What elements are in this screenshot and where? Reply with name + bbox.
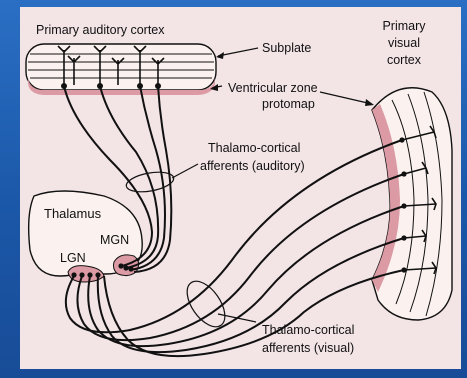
auditory-cortex-outline — [26, 44, 216, 90]
primary-visual-label-line1: Primary — [382, 19, 426, 33]
auditory-cortex — [26, 44, 216, 95]
cell-body — [401, 171, 406, 176]
subplate-arrowhead — [216, 52, 224, 59]
cell-body — [79, 272, 84, 277]
cell-body — [399, 137, 404, 142]
mgn-label: MGN — [100, 233, 129, 247]
ventricular-zone-label-line2: protomap — [262, 97, 315, 111]
cell-body — [401, 267, 406, 272]
ventricular-zone-label-line1: Ventricular zone — [228, 81, 318, 95]
cell-body — [401, 203, 406, 208]
cell-body — [87, 272, 92, 277]
primary-visual-label-line3: cortex — [387, 53, 422, 67]
cell-body — [128, 266, 133, 271]
tc-auditory-label-line1: Thalamo-cortical — [208, 141, 300, 155]
cell-body — [118, 263, 123, 268]
cell-body — [123, 265, 128, 270]
lgn-label: LGN — [60, 251, 86, 265]
thalamus-label: Thalamus — [44, 206, 102, 221]
visual-axon — [104, 270, 404, 356]
cell-body — [95, 272, 100, 277]
tc-visual-label-line1: Thalamo-cortical — [262, 323, 354, 337]
tc-auditory-label-line2: afferents (auditory) — [200, 159, 305, 173]
visual-cortex — [372, 88, 452, 320]
ventricular-visual-leader — [320, 92, 372, 104]
ventricular-visual-arrowhead — [365, 99, 374, 106]
tc-visual-label-line2: afferents (visual) — [262, 341, 354, 355]
tc-auditory-leader — [172, 164, 198, 178]
cell-body — [401, 235, 406, 240]
cell-body — [71, 272, 76, 277]
primary-visual-label-line2: visual — [388, 36, 420, 50]
primary-auditory-cortex-label: Primary auditory cortex — [36, 23, 165, 37]
subplate-label: Subplate — [262, 41, 311, 55]
